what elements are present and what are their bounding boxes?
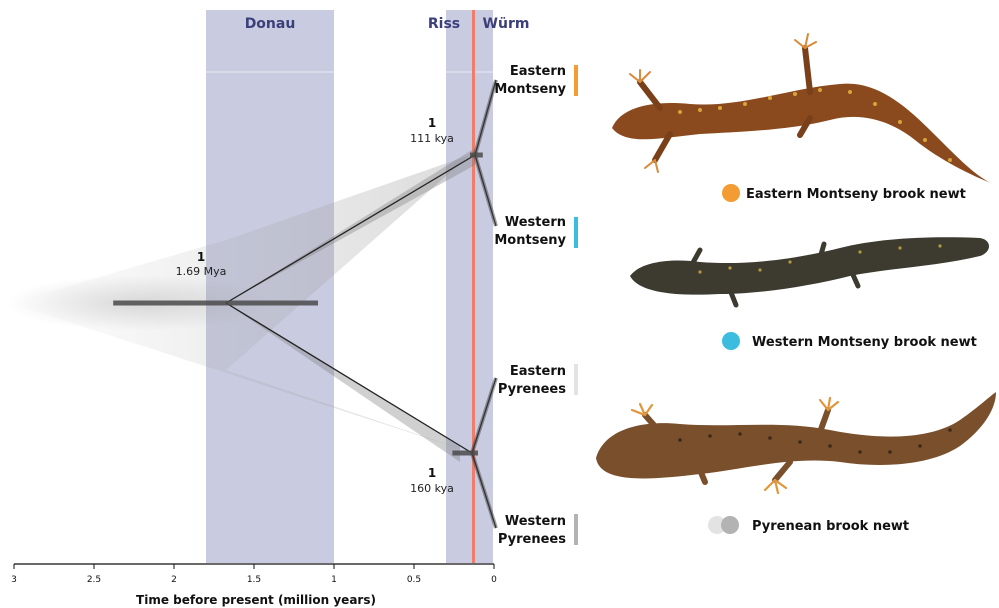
period-label-riss: Riss bbox=[428, 16, 460, 32]
tip-color-bar-western-pyrenees bbox=[574, 514, 578, 545]
pyrenean-newt-image bbox=[596, 392, 996, 493]
tip-label-western-montseny-line2: Montseny bbox=[494, 233, 566, 248]
species-dot-eastern-montseny bbox=[722, 184, 740, 202]
tip-label-eastern-montseny-line2: Montseny bbox=[494, 82, 566, 97]
species-label-western-montseny: Western Montseny brook newt bbox=[752, 335, 977, 350]
x-axis-ticks: 3 2.5 2 1.5 1 0.5 0 bbox=[11, 564, 497, 585]
x-axis-tick-label: 0 bbox=[491, 575, 497, 585]
species-dot-western-montseny bbox=[722, 332, 740, 350]
node-age-montseny: 111 kya bbox=[410, 132, 454, 145]
x-axis-tick-label: 2.5 bbox=[87, 575, 101, 585]
node-age-root: 1.69 Mya bbox=[176, 265, 227, 278]
node-posterior-montseny: 1 bbox=[428, 116, 436, 130]
tip-label-western-pyrenees-line2: Pyrenees bbox=[498, 532, 566, 547]
species-color-dots bbox=[708, 184, 740, 534]
period-label-wurm: Würm bbox=[483, 16, 530, 32]
tip-label-eastern-pyrenees-line1: Eastern bbox=[510, 364, 566, 379]
tip-color-bar-eastern-montseny bbox=[574, 65, 578, 96]
tip-color-bars bbox=[574, 65, 578, 545]
species-label-eastern-montseny: Eastern Montseny brook newt bbox=[746, 187, 966, 202]
x-axis-tick-label: 1 bbox=[331, 575, 337, 585]
eastern-montseny-newt-image bbox=[612, 34, 996, 185]
node-age-pyrenees: 160 kya bbox=[410, 482, 454, 495]
species-label-pyrenean: Pyrenean brook newt bbox=[752, 519, 909, 534]
tip-label-western-montseny-line1: Western bbox=[505, 215, 566, 230]
x-axis-tick-label: 0.5 bbox=[407, 575, 421, 585]
tip-label-eastern-pyrenees-line2: Pyrenees bbox=[498, 382, 566, 397]
tip-label-western-pyrenees-line1: Western bbox=[505, 514, 566, 529]
node-posterior-root: 1 bbox=[197, 250, 205, 264]
x-axis-title: Time before present (million years) bbox=[136, 593, 376, 607]
x-axis-tick-label: 3 bbox=[11, 575, 17, 585]
node-posterior-pyrenees: 1 bbox=[428, 466, 436, 480]
species-dot-pyrenean bbox=[721, 516, 739, 534]
tip-label-eastern-montseny-line1: Eastern bbox=[510, 64, 566, 79]
hpd-bar-root bbox=[113, 301, 318, 306]
band-riss bbox=[446, 10, 472, 563]
hpd-bar-montseny bbox=[470, 153, 483, 158]
x-axis-tick-label: 1.5 bbox=[247, 575, 261, 585]
x-axis-tick-label: 2 bbox=[171, 575, 177, 585]
hpd-bar-pyrenees bbox=[452, 451, 478, 456]
period-label-donau: Donau bbox=[245, 16, 296, 32]
tip-color-bar-western-montseny bbox=[574, 217, 578, 248]
tip-color-bar-eastern-pyrenees bbox=[574, 364, 578, 395]
western-montseny-newt-image bbox=[630, 237, 989, 305]
